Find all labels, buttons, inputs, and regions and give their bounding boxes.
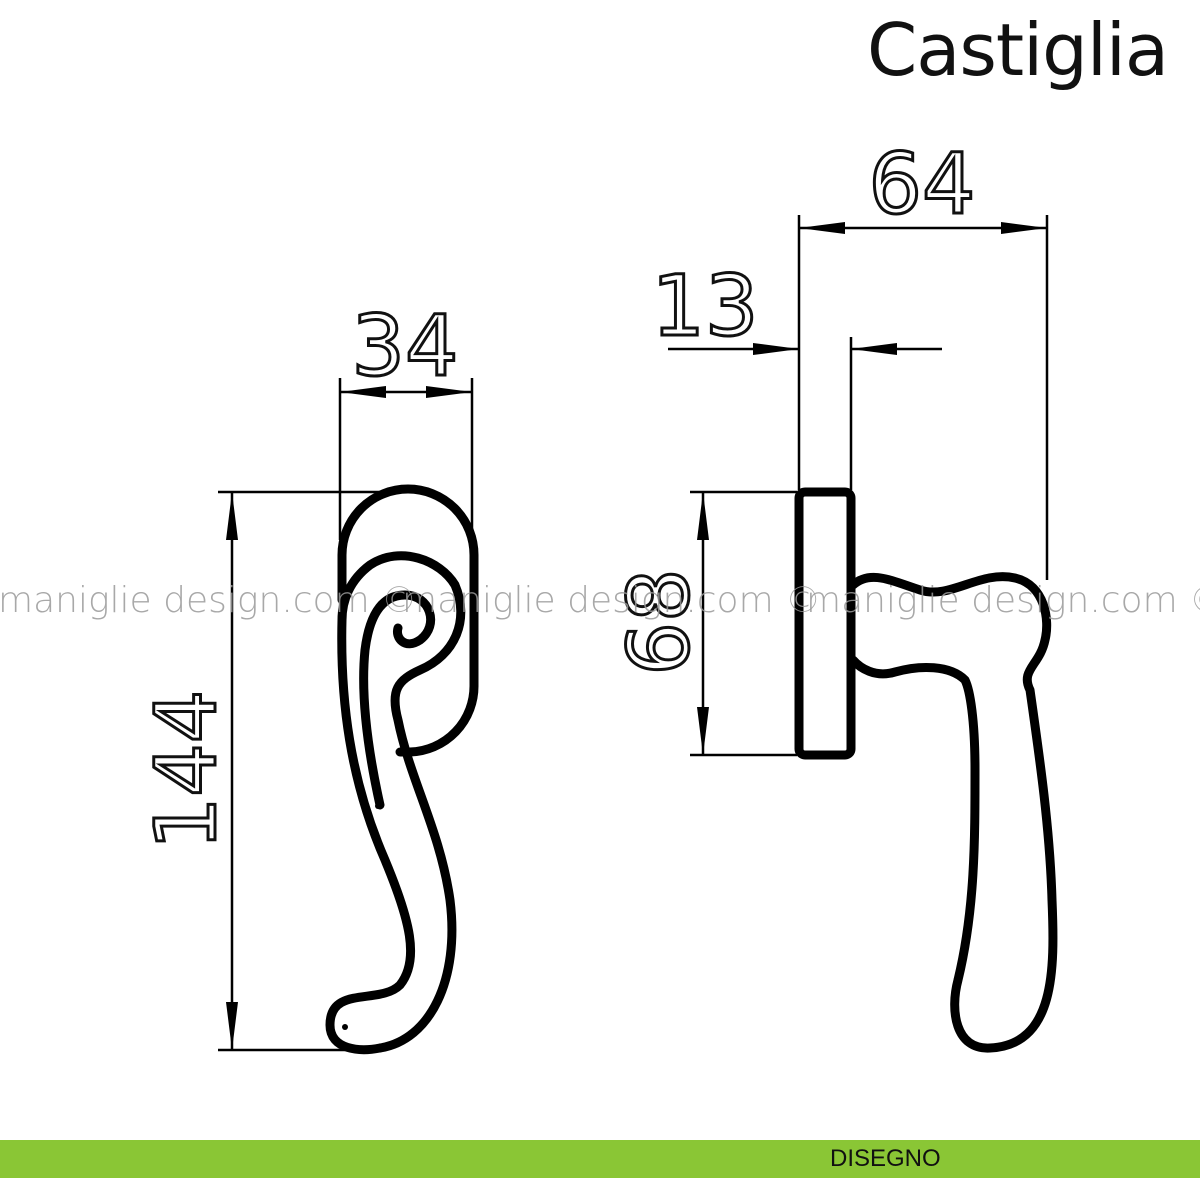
footer-label: DISEGNO [830, 1145, 941, 1172]
dimension-depth-total: 64 [797, 134, 1049, 580]
watermark: maniglie design.com © [402, 580, 822, 621]
product-title: Castiglia [867, 8, 1169, 92]
front-view-handle [325, 484, 479, 1055]
dimension-height-front: 144 [136, 490, 390, 1052]
footer-bar: DISEGNO [0, 1140, 1200, 1178]
dimension-label-13: 13 [652, 257, 759, 355]
dimension-label-64: 64 [869, 135, 976, 233]
dimension-width-front: 34 [338, 296, 474, 540]
dimension-label-144: 144 [137, 690, 235, 850]
dimension-label-68: 68 [610, 569, 708, 676]
dimension-label-34: 34 [352, 297, 459, 395]
watermark: maniglie design.com © [0, 580, 418, 621]
watermark: maniglie design.com © [806, 580, 1200, 621]
dimension-depth-rosette: 13 [650, 256, 942, 490]
side-view-handle [794, 487, 1058, 1053]
dimension-height-side: 68 [609, 490, 797, 757]
